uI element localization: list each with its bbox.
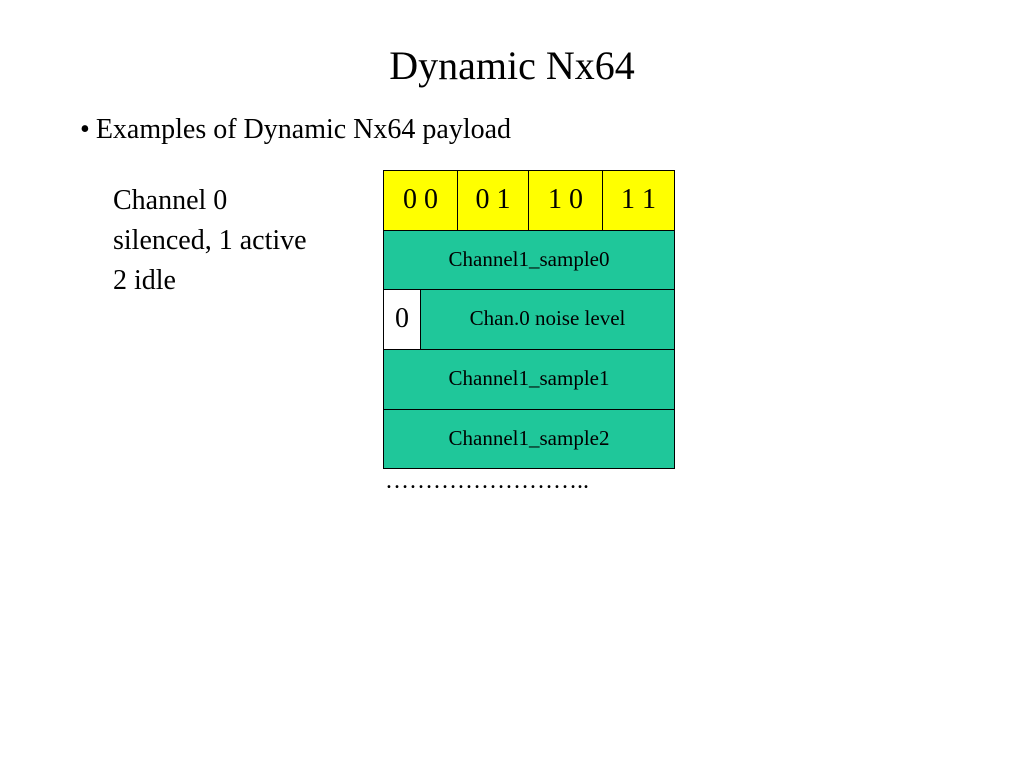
bullet-text: Examples of Dynamic Nx64 payload xyxy=(95,114,512,145)
payload-row-sample0: Channel1_sample0 xyxy=(383,230,675,290)
slide-title: Dynamic Nx64 xyxy=(389,43,635,88)
payload-row-sample1: Channel1_sample1 xyxy=(383,349,675,410)
bullet-marker: • xyxy=(80,114,90,145)
header-cell-00: 0 0 xyxy=(403,184,438,215)
payload-row-sample2: Channel1_sample2 xyxy=(383,409,675,469)
continuation-dots: …………………….. xyxy=(385,468,589,494)
channel-description-line-3: 2 idle xyxy=(113,265,176,296)
channel-description: Channel 0 silenced, 1 active 2 idle xyxy=(113,181,307,301)
header-cell-10: 1 0 xyxy=(528,171,602,230)
channel-description-line-1: Channel 0 xyxy=(113,185,228,216)
header-cell-01: 0 1 xyxy=(457,171,528,230)
channel-state-header: 0 0 0 1 1 0 1 1 xyxy=(383,170,675,231)
payload-row-noise-level: Chan.0 noise level xyxy=(420,289,675,350)
zero-flag-cell: 0 xyxy=(383,289,421,350)
channel-description-line-2: silenced, 1 active xyxy=(113,225,307,256)
bullet-point: •Examples of Dynamic Nx64 payload xyxy=(80,113,511,147)
header-cell-11: 1 1 xyxy=(602,171,674,230)
